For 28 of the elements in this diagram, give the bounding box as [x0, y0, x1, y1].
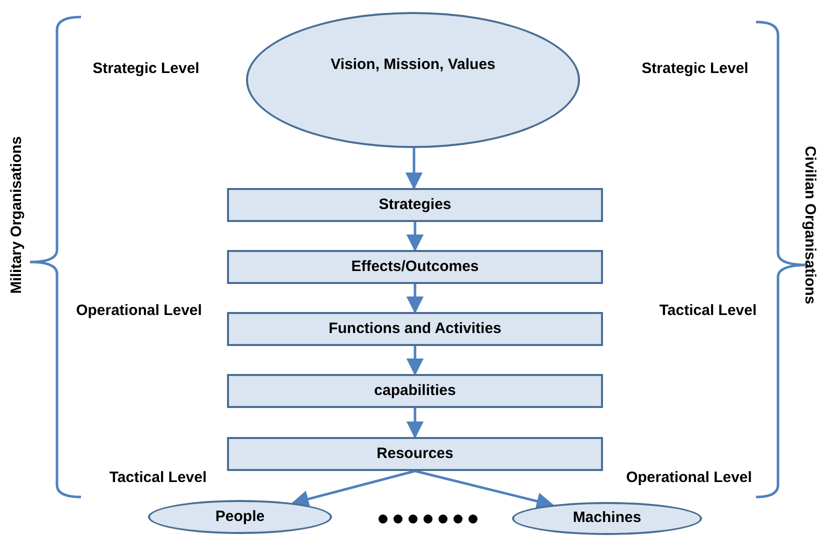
level-label: Operational Level — [76, 300, 202, 321]
node-text: Functions and Activities — [328, 320, 502, 338]
process-box — [227, 312, 603, 346]
process-box — [227, 250, 603, 284]
arrow — [406, 284, 424, 314]
node-text: Effects/Outcomes — [351, 258, 479, 276]
arrow — [406, 346, 424, 376]
node-text: Machines — [572, 509, 642, 528]
process-box — [227, 437, 603, 471]
arrow — [291, 470, 416, 508]
node-text: Resources — [376, 444, 454, 464]
node-text: People — [215, 508, 265, 526]
node-text: Vision, Mission, Values — [330, 56, 496, 75]
arrow — [406, 222, 424, 252]
level-label: Operational Level — [626, 468, 752, 488]
arrow — [414, 470, 554, 510]
arrow — [405, 148, 423, 190]
node-text: capabilities — [374, 382, 456, 400]
process-box — [227, 374, 603, 408]
node-text: Strategies — [378, 196, 452, 214]
level-label: Strategic Level — [642, 58, 748, 79]
side-label: Military Organisations — [6, 136, 26, 294]
level-label: Tactical Level — [109, 468, 207, 488]
side-label: Civilian Organisations — [800, 146, 819, 304]
arrow — [406, 408, 424, 439]
level-label: Strategic Level — [92, 58, 200, 79]
level-label: Tactical Level — [659, 300, 757, 321]
process-box — [227, 188, 603, 222]
